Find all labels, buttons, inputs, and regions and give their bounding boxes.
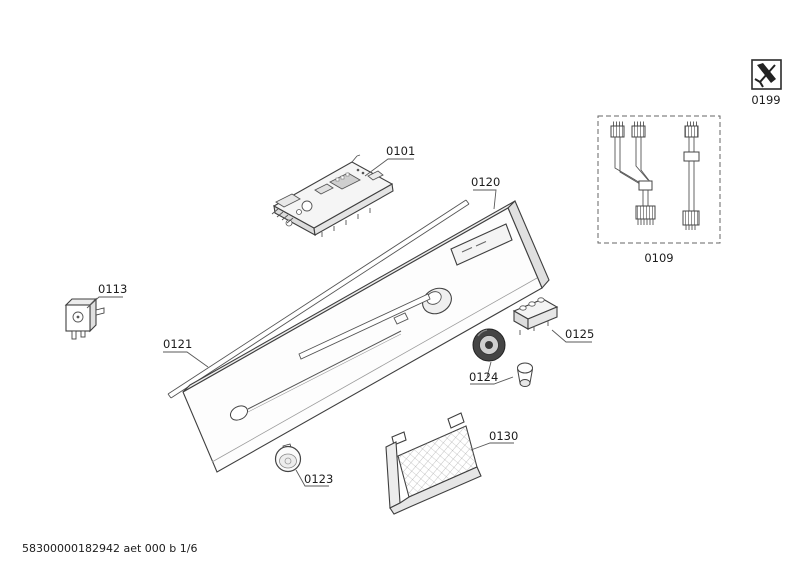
harness-connector-a1 [610, 125, 625, 138]
panel-crease [211, 277, 538, 463]
bracket-flange [389, 466, 482, 515]
leader-0101 [364, 158, 414, 177]
part-label-0120: 0120 [471, 175, 500, 189]
part-label-0123: 0123 [304, 472, 333, 486]
part-control-panel [182, 200, 550, 473]
leader-0124-cap [470, 376, 514, 385]
document-number: 58300000182942 aet 000 b 1/6 [22, 542, 197, 555]
module-buzzer [301, 200, 313, 212]
part-knob [472, 328, 533, 387]
module-connector [275, 193, 301, 208]
part-support-bracket [385, 412, 482, 515]
harness-dashed-box [597, 115, 721, 244]
part-label-0199: 0199 [751, 93, 780, 107]
harness-connector-b [635, 205, 656, 220]
service-tools-icon [751, 59, 782, 90]
harness-connector-d [682, 210, 700, 226]
leader-0125 [551, 329, 592, 343]
harness-connector-c [684, 125, 699, 138]
part-small-knob [274, 443, 302, 473]
part-label-0130: 0130 [489, 429, 518, 443]
part-label-0101: 0101 [386, 144, 415, 158]
switch-tab [95, 307, 105, 316]
part-label-0109: 0109 [644, 251, 673, 265]
panel-display-window [450, 223, 513, 266]
part-wiring-harness [597, 115, 721, 244]
module-pins-left [271, 208, 294, 224]
wrench-glyph [754, 64, 776, 88]
part-label-0113: 0113 [98, 282, 127, 296]
part-switch [64, 297, 105, 340]
panel-oval-hole [229, 330, 402, 421]
module-pins-bottom [321, 208, 371, 237]
leader-0113 [86, 296, 123, 309]
part-label-0121: 0121 [163, 337, 192, 351]
leader-0130 [470, 442, 514, 451]
panel-knob-recess [422, 287, 452, 315]
switch-block-pins [519, 321, 549, 335]
leader-0120 [473, 189, 497, 210]
leader-0123 [295, 469, 329, 487]
part-label-0124: 0124 [469, 370, 498, 384]
harness-connector-a2 [631, 125, 646, 138]
module-board [272, 161, 394, 229]
part-label-0125: 0125 [565, 327, 594, 341]
part-trim-strip [167, 199, 470, 399]
leader-0121 [163, 351, 209, 368]
leader-0124-knob [486, 361, 492, 378]
part-switch-block [512, 297, 559, 335]
knob-cap [517, 362, 533, 387]
panel-front-face [182, 207, 543, 473]
panel-slot [298, 293, 431, 360]
bracket-left-post [385, 441, 401, 509]
screwdriver-glyph [757, 63, 776, 83]
part-control-module [271, 154, 394, 237]
